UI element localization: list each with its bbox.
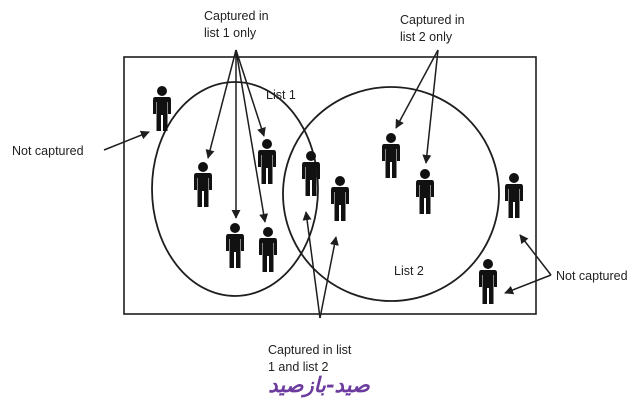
label-captured-list2-only: Captured in list 2 only: [400, 12, 465, 46]
population-box: [123, 56, 537, 315]
arrow-not-captured-right-b: [504, 274, 552, 295]
label-not-captured-right: Not captured: [556, 268, 628, 285]
arrow-both-b: [319, 236, 339, 319]
person-list2-a: [382, 133, 400, 178]
label-line: list 1 only: [204, 26, 257, 40]
arrow-both-a: [302, 211, 321, 319]
arrow-list1-a: [205, 49, 237, 159]
label-captured-both: Captured in list 1 and list 2: [268, 342, 351, 376]
list2-circle: [282, 86, 500, 302]
person-list2-b: [416, 169, 434, 214]
person-list1-a: [194, 162, 212, 207]
arrow-list1-d: [235, 49, 269, 223]
label-line: Not captured: [12, 144, 84, 158]
label-captured-list1-only: Captured in list 1 only: [204, 8, 269, 42]
label-line: Captured in: [204, 9, 269, 23]
list1-label: List 1: [266, 88, 296, 102]
arrow-list1-b: [235, 49, 266, 137]
arrow-not-captured-left: [103, 130, 150, 151]
watermark-text: صید-بازصید: [268, 372, 370, 397]
label-line: Captured in list: [268, 343, 352, 357]
label-line: Captured in: [400, 13, 465, 27]
arrow-list2-a: [395, 49, 439, 129]
person-list1-c: [226, 223, 244, 268]
person-not-captured-right-b: [479, 259, 497, 304]
person-list1-b: [258, 139, 276, 184]
list2-label: List 2: [394, 264, 424, 278]
arrow-list2-b: [422, 49, 439, 164]
label-line: list 2 only: [400, 30, 453, 44]
list1-circle: [151, 81, 319, 297]
person-both-b: [331, 176, 349, 221]
label-line: Not captured: [556, 269, 628, 283]
person-not-captured-right-a: [505, 173, 523, 218]
label-line: 1 and list 2: [268, 360, 329, 374]
label-not-captured-left: Not captured: [12, 143, 84, 160]
arrow-not-captured-right-a: [519, 234, 552, 276]
person-list1-d: [259, 227, 277, 272]
